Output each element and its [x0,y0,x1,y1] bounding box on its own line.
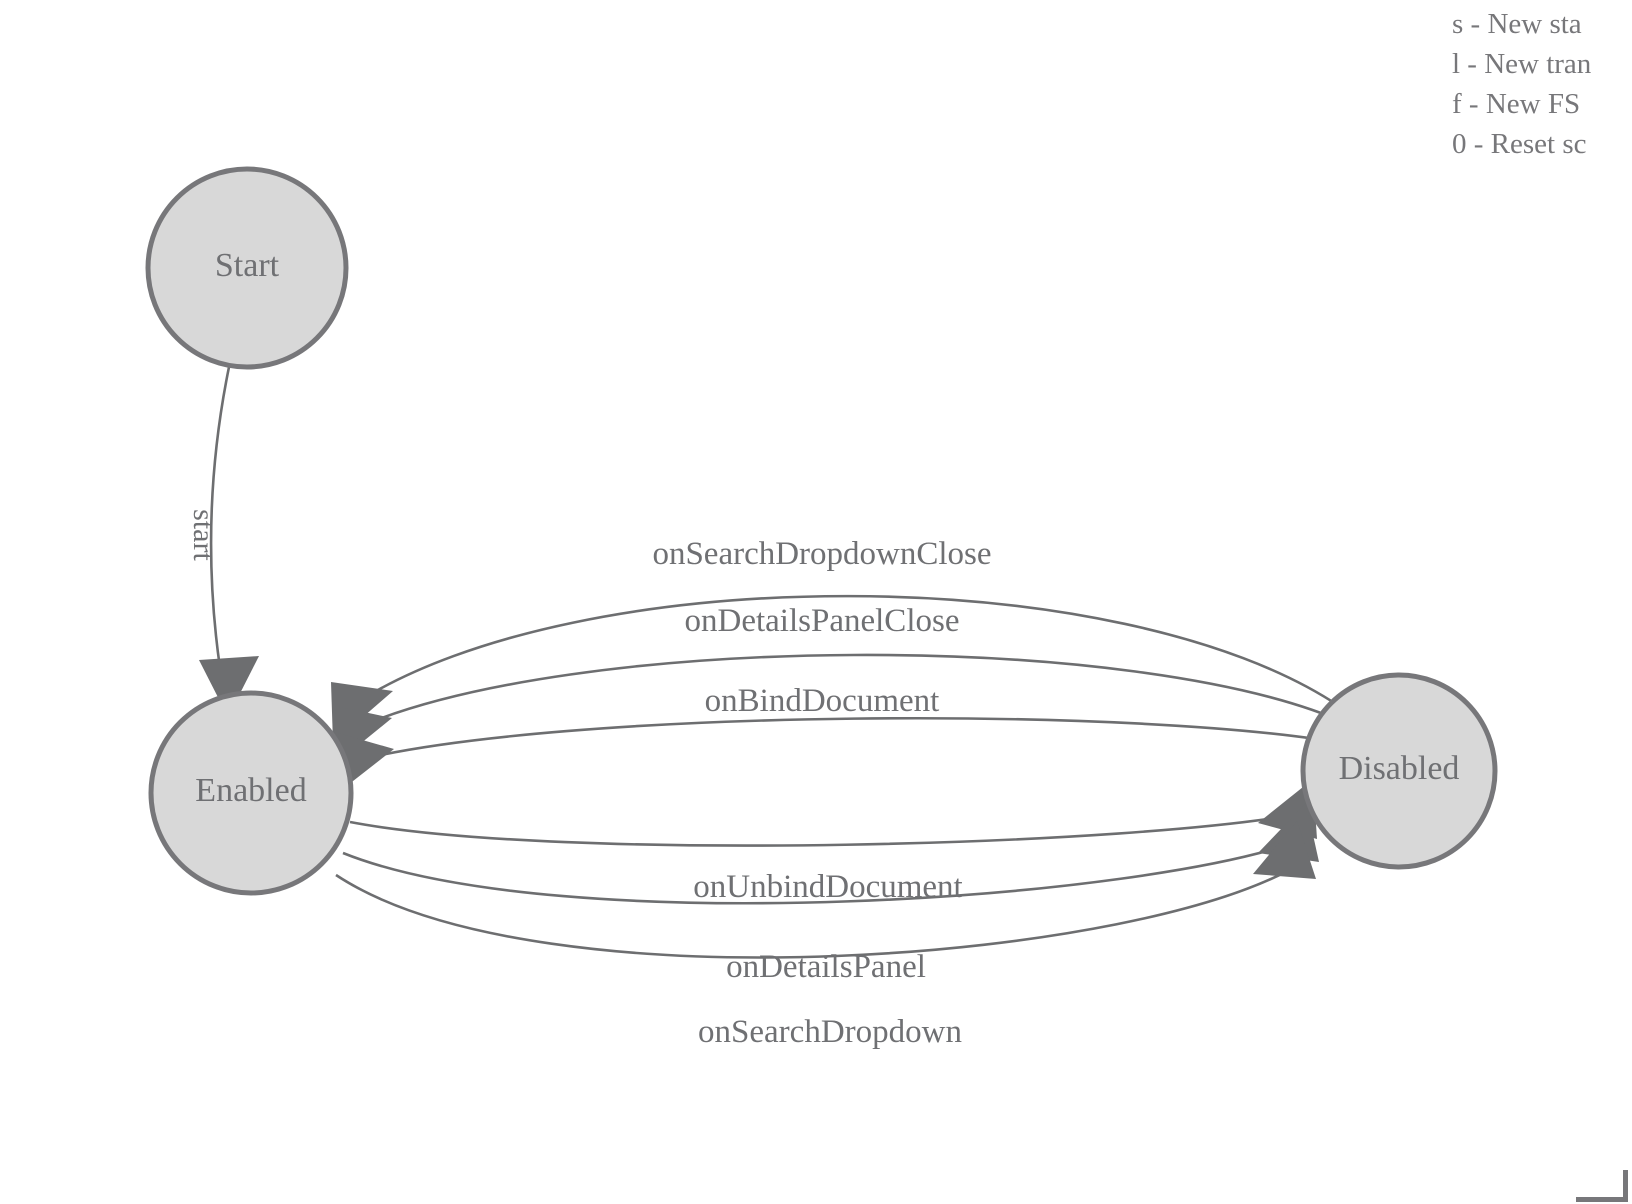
state-label: Enabled [195,772,306,809]
edge-label-ondetailspanelclose: onDetailsPanelClose [685,603,960,639]
resize-grip-horizontal-bar [1576,1197,1628,1202]
edge-path[interactable] [355,594,1340,708]
edge-label-ondetailspanel: onDetailsPanel [726,949,926,985]
edge-path[interactable] [349,716,1353,764]
edge-path[interactable] [342,836,1308,905]
edge-enabled-to-disabled-onunbinddocument[interactable] [349,779,1317,847]
edge-start-to-enabled[interactable] [199,366,259,717]
edge-label-onbinddocument: onBindDocument [705,683,940,719]
edge-disabled-to-enabled-onbinddocument[interactable] [338,716,1353,792]
edge-label-onsearchdropdownclose: onSearchDropdownClose [652,536,991,572]
state-node-disabled[interactable]: Disabled [1300,672,1498,870]
arrow-head-icon [199,656,259,717]
state-node-start[interactable]: Start [145,166,349,370]
resize-grip-vertical-bar [1623,1170,1628,1200]
edge-path[interactable] [349,810,1311,847]
state-label: Start [215,247,280,284]
edge-path[interactable] [335,860,1304,959]
state-circle[interactable] [1300,672,1498,870]
state-node-enabled[interactable]: Enabled [148,690,354,896]
edge-path[interactable] [351,653,1349,732]
edge-label-onunbinddocument: onUnbindDocument [693,869,962,905]
edge-label-start: start [187,509,220,561]
state-label: Disabled [1339,750,1460,787]
state-circle[interactable] [148,690,354,896]
state-circle[interactable] [145,166,349,370]
edge-enabled-to-disabled-onsearchdropdown[interactable] [335,821,1316,959]
edge-path[interactable] [209,366,231,669]
resize-grip-handle[interactable] [1574,1170,1628,1202]
arrow-head-icon [1253,821,1316,879]
edge-label-onsearchdropdown: onSearchDropdown [698,1014,962,1050]
